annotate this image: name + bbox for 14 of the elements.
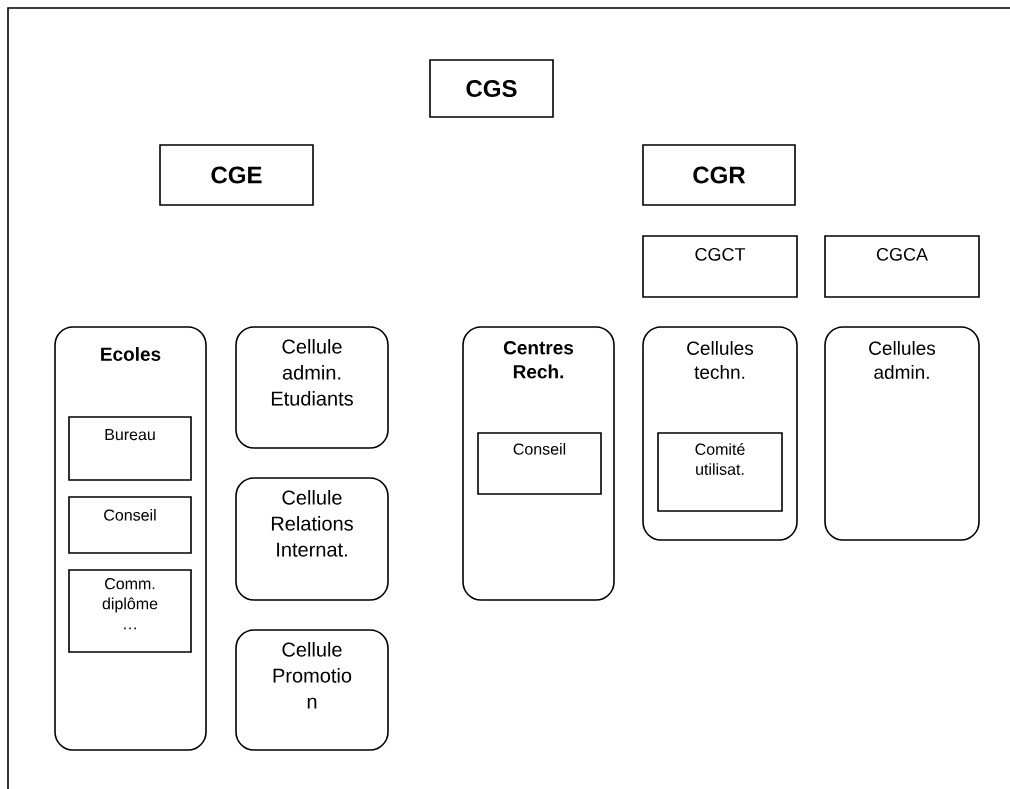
- committee-box: CGR: [642, 144, 796, 206]
- sub-box: Comm. diplôme …: [68, 569, 192, 653]
- title-box: CGS: [429, 59, 554, 118]
- committee-box: CGCA: [824, 235, 980, 298]
- committee-box: CGCT: [642, 235, 798, 298]
- sub-box: Conseil: [477, 432, 602, 495]
- sub-box: Bureau: [68, 416, 192, 481]
- sub-box: Comité utilisat.: [657, 432, 783, 512]
- unit-box: Cellule Promotio n: [235, 629, 389, 751]
- committee-box: CGE: [159, 144, 314, 206]
- unit-box: Cellule admin. Etudiants: [235, 326, 389, 449]
- unit-box: Cellule Relations Internat.: [235, 477, 389, 601]
- unit-box: Cellules admin.: [824, 326, 980, 541]
- sub-box: Conseil: [68, 496, 192, 554]
